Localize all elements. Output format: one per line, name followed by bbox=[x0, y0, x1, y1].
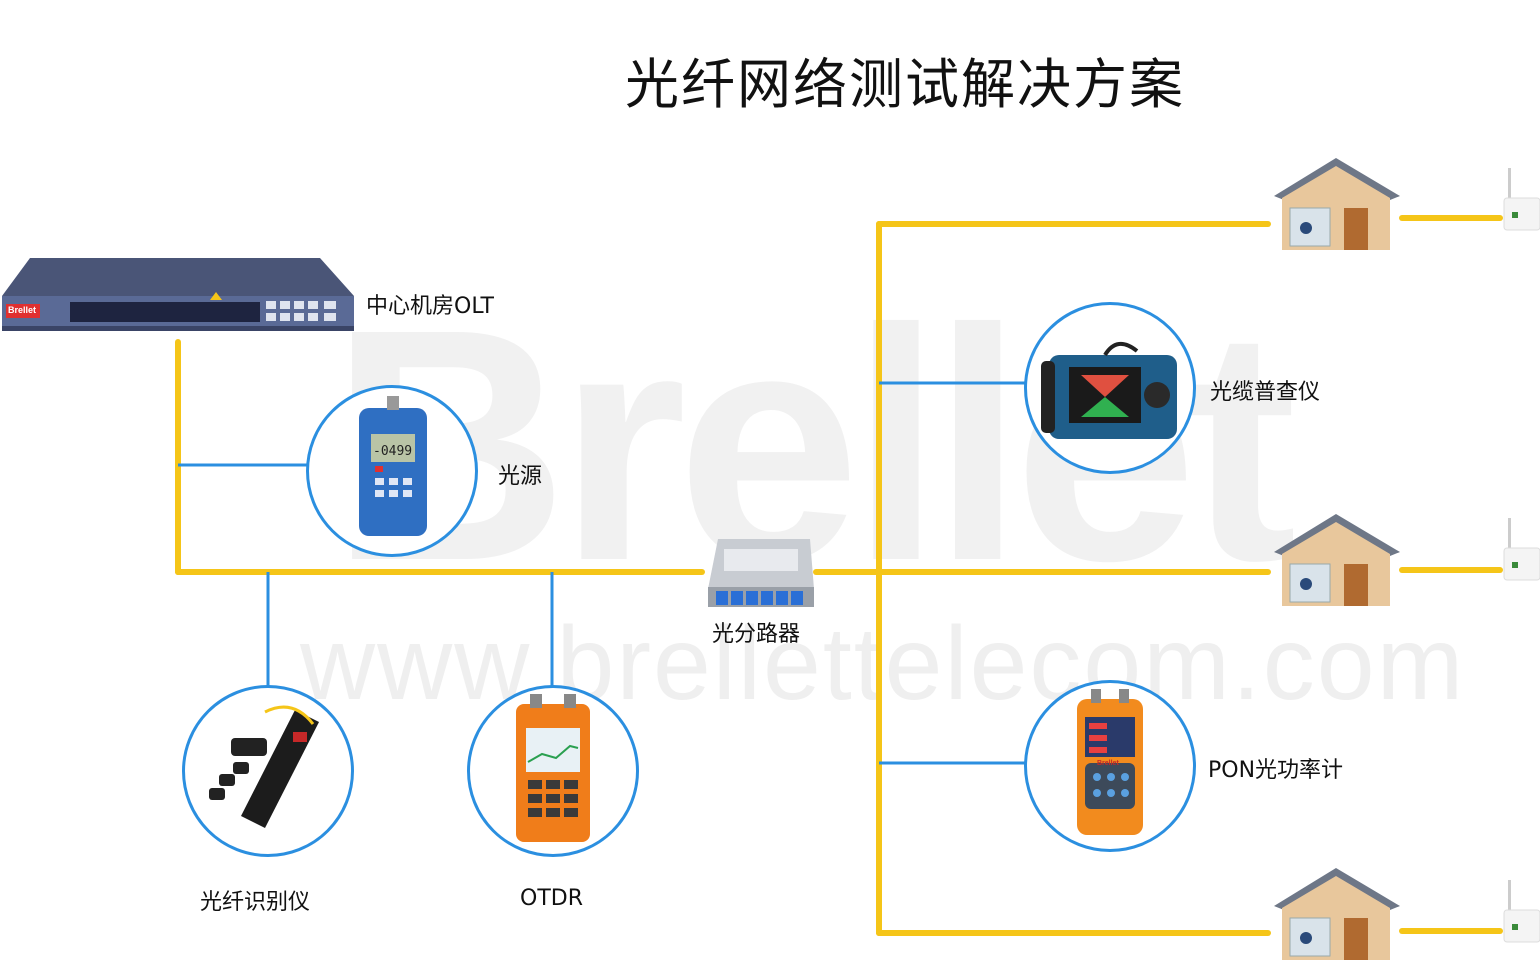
pon-meter-icon bbox=[1077, 689, 1143, 835]
ont-router-icon bbox=[1503, 880, 1540, 943]
cable-tester-icon bbox=[1041, 342, 1177, 439]
house-icon bbox=[1274, 868, 1400, 960]
page-title: 光纤网络测试解决方案 bbox=[625, 53, 1185, 116]
pon-meter-label: PON光功率计 bbox=[1208, 758, 1344, 783]
light-source-display: -0499 bbox=[373, 444, 413, 459]
olt-label: 中心机房OLT bbox=[366, 294, 494, 319]
cable-tester-label: 光缆普查仪 bbox=[1210, 380, 1321, 405]
light-source-icon bbox=[359, 396, 427, 536]
ont-router-icon bbox=[1503, 518, 1540, 581]
light-source-ring: -0499 bbox=[306, 385, 478, 557]
light-source-label: 光源 bbox=[498, 464, 543, 489]
olt-logo: Brellet bbox=[8, 305, 37, 315]
cable-tester-ring bbox=[1024, 302, 1196, 474]
fiber-identifier-ring bbox=[182, 685, 354, 857]
fiber-identifier-label: 光纤识别仪 bbox=[200, 890, 311, 915]
splitter-device bbox=[704, 537, 816, 609]
house-icon bbox=[1274, 158, 1400, 250]
house-icon bbox=[1274, 514, 1400, 606]
splitter-label: 光分路器 bbox=[712, 622, 801, 647]
pon-meter-ring: Brellet bbox=[1024, 680, 1196, 852]
otdr-icon bbox=[516, 694, 590, 842]
otdr-ring bbox=[467, 685, 639, 857]
otdr-label: OTDR bbox=[520, 886, 583, 911]
pon-meter-logo: Brellet bbox=[1097, 760, 1119, 767]
ont-router-icon bbox=[1503, 168, 1540, 231]
olt-device: Brellet bbox=[0, 256, 356, 332]
fiber-identifier-icon bbox=[209, 705, 319, 828]
splitter-icon bbox=[708, 539, 814, 607]
olt-device-icon bbox=[2, 258, 354, 331]
